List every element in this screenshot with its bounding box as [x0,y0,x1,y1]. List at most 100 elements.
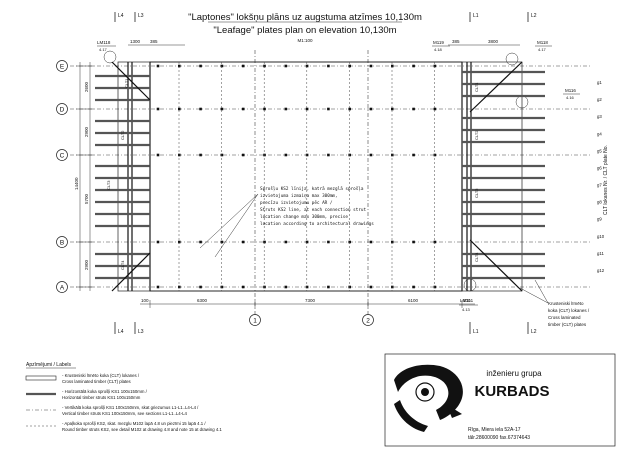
strut-node [348,64,351,68]
center-note-line-4: Struts KS2 line, at each connection stru… [260,207,366,213]
title-scale: M1:100 [297,38,313,43]
row-dim-total: 14400 [74,177,79,190]
callouts: LM118 4.17 M119 4.18 M118 4.17 M116 4.16… [97,40,580,312]
strut-node [305,285,309,289]
row-label-e: E [60,64,65,71]
side-number: g2 [597,97,602,102]
side-number: g3 [597,114,602,119]
callout-lm111-sheet: 4.13 [462,307,471,312]
callout-circle-lm111 [463,278,477,292]
section-mark-l4-bottom: L4 [118,329,124,335]
clt-note-line-1: Krusteniski līmēto [548,301,584,306]
section-mark-l2-bottom: L2 [531,329,537,335]
clt-note-line-2: koka (CLT) lokanes / [548,308,590,313]
section-marks-top: L4 L3 L1 L2 [114,12,537,22]
strut-node [305,240,309,244]
callout-circle-lm118 [103,50,117,64]
strut-node [199,64,202,68]
section-mark-l1-top: L1 [473,13,479,19]
side-title: CLT lokanes Nr. / CLT plate No. [603,145,609,215]
strut-node [284,285,288,289]
strut-node [433,240,437,244]
callout-m118-right: M118 [537,40,548,45]
callout-lm111: LM111 [460,298,474,303]
strut-node [327,107,330,111]
callout-lm118: LM118 [97,40,111,45]
center-note-line-3: precīzu izvietojumu pēc AR / [260,200,333,206]
callout-circle-m118 [505,52,519,66]
strut-node [391,240,394,244]
title-en: "Leafage" plates plan on elevation 10,13… [213,25,396,36]
strut-node [348,107,351,111]
row-dim-e-d: 2600 [84,81,89,92]
strut-node [220,285,224,289]
row-label-b: B [60,240,64,247]
drawing-title: "Laptones" lokšņu plāns uz augstuma atzī… [188,12,422,43]
side-number: g8 [597,200,602,205]
strut-node [327,64,330,68]
left-plate-clt3: CLT3 [106,180,111,190]
dim-top-1300: 1300 [130,39,141,44]
section-mark-l3-bottom: L3 [138,329,144,335]
strut-node [412,64,415,68]
dim-bottom-6100: 6100 [408,298,419,303]
right-plate-clt1: CLT1 [474,82,479,92]
legend-swatch-clt [25,375,57,381]
legend-item-2-lv: - Horizontālā koka sprošļi KS1 100x150mm… [62,389,148,394]
side-number: g7 [597,183,602,188]
side-number: g10 [597,234,605,239]
strut-dot-grid [156,62,437,291]
clt-note-line-4: timber (CLT) plates [548,322,587,327]
callout-lm118-sheet: 4.17 [99,47,108,52]
strut-node [433,64,437,68]
strut-node [220,64,224,68]
strut-node [263,107,266,111]
strut-node [199,107,202,111]
right-plate-clt4: CLT4 [474,252,479,262]
row-dimensions: 2600 2900 5700 2900 14400 [74,62,94,291]
callout-m116: M116 [565,88,576,93]
strut-node [199,240,202,244]
legend-item-3-en: Vertical timber struts KS1 100x150mm, se… [62,411,188,416]
left-clt-strip: CLT1 CLT2 CLT3 CLT4 [95,61,151,292]
row-bubbles: E D C B A [56,60,68,293]
strut-node [305,64,309,68]
center-note-line-1: Sprošļu KS2 līnija, katrā mezglā sprošļa [260,185,364,192]
strut-node [327,240,330,244]
strut-node [391,107,394,111]
strut-node [369,240,373,244]
side-number: g1 [597,80,602,85]
top-dimensions: 385 1300 385 3800 [128,39,520,46]
row-label-d: D [60,107,65,114]
strut-node [412,153,415,157]
strut-node [284,153,288,157]
section-mark-l2-top: L2 [531,13,537,19]
strut-node [391,153,394,157]
row-dim-d-c: 2900 [84,126,89,137]
strut-node [369,64,373,68]
strut-node [156,285,160,289]
legend: Apzīmējumi / Labels - Krusteniski līmēto… [25,362,222,432]
strut-node [241,285,245,289]
strut-node [284,240,288,244]
dim-top-385-left: 385 [150,39,158,44]
strut-node [305,153,309,157]
dim-bottom-100-left: 100 [141,298,149,303]
strut-node [284,107,288,111]
center-note: Sprošļu KS2 līnija, katrā mezglā sprošļa… [199,185,374,258]
section-mark-l3-top: L3 [138,13,144,19]
strut-node [369,285,373,289]
title-lv: "Laptones" lokšņu plāns uz augstuma atzī… [188,12,422,23]
right-plate-clt3: CLT3 [474,188,479,198]
legend-item-1-lv: - Krusteniski līmēto koka (CLT) lokanes … [62,373,140,378]
strut-node [391,285,394,289]
strut-node [156,64,160,68]
strut-node [412,107,415,111]
section-mark-l1-bottom: L1 [473,329,479,335]
center-note-line-2: izvietojuma izmaiņa max 300mm, [260,193,338,199]
left-plate-clt2: CLT2 [120,130,125,140]
legend-item-1-en: Cross laminated timber (CLT) plates [62,379,131,384]
strut-node [156,107,160,111]
left-plate-clt1: CLT1 [124,78,129,88]
company-phone: tālr.28600090 fax.67374643 [468,435,530,441]
